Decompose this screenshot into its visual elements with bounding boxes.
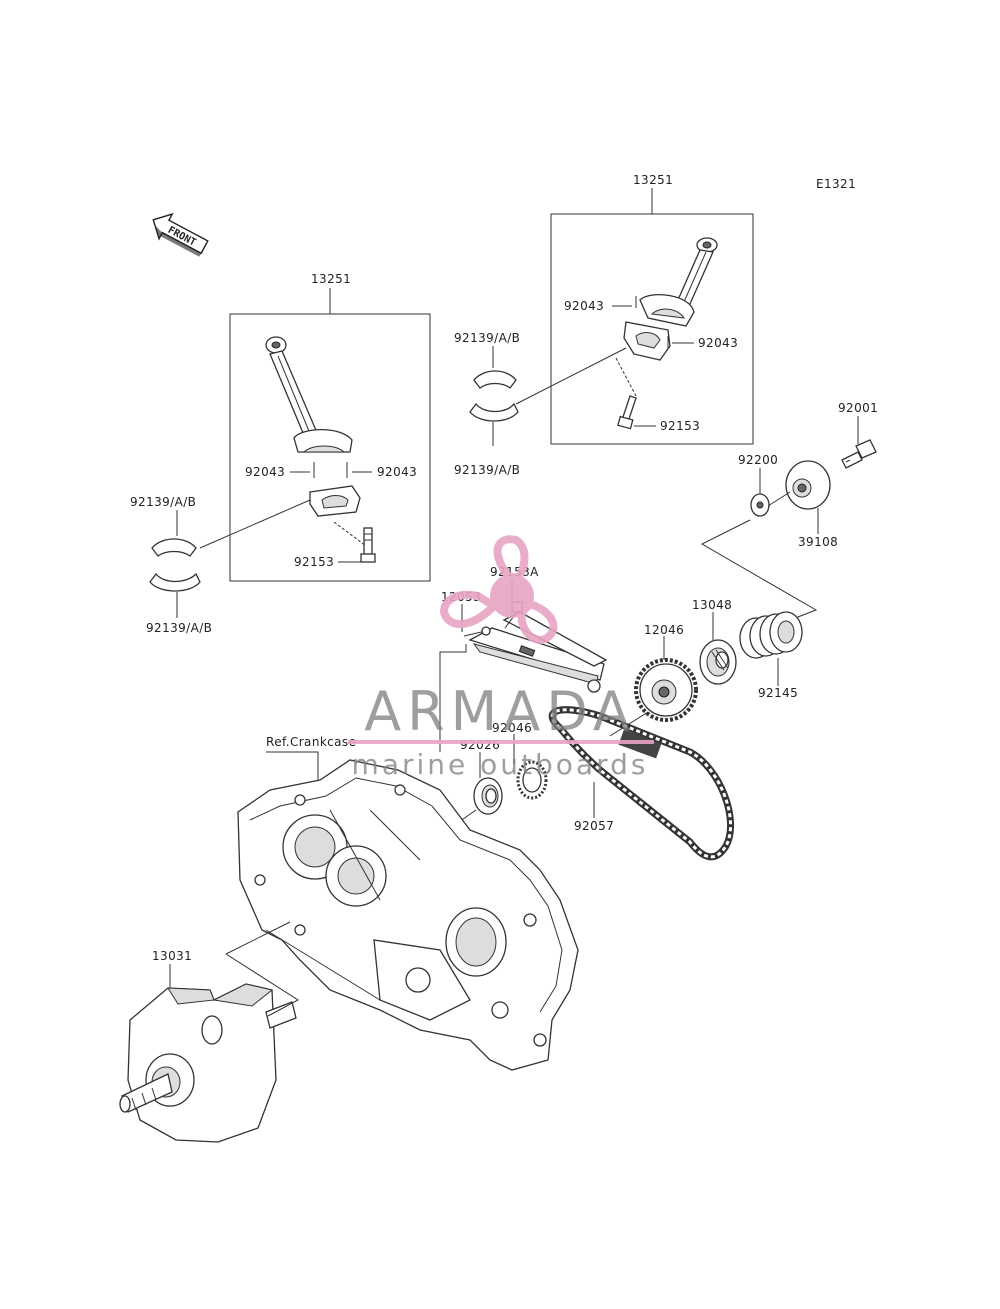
spring-92145-icon [739, 611, 803, 659]
label-13251-left: 13251 [311, 272, 351, 286]
rod-cap-left-icon [309, 485, 361, 517]
armada-watermark: ARMADA marine outboards [348, 535, 654, 781]
rod-cap-right-icon [623, 321, 671, 361]
label-92139-left-bottom: 92139/A/B [146, 621, 212, 635]
plate-39108-icon [785, 460, 831, 510]
bearing-shells-right: 92139/A/B 92139/A/B [454, 331, 627, 477]
bearing-shell-left-top-icon [151, 538, 197, 557]
bearing-92046-icon [516, 760, 548, 800]
bearing-shell-right-top-icon [473, 370, 517, 389]
label-92046: 92046 [492, 721, 532, 735]
watermark-tagline: marine outboards [352, 748, 649, 781]
coupling-13048-icon [699, 639, 737, 685]
diagram-code: E1321 [816, 177, 856, 191]
label-92200: 92200 [738, 453, 778, 467]
gear-12046-icon [634, 658, 698, 722]
label-92145: 92145 [758, 686, 798, 700]
armada-logo-icon [439, 535, 558, 645]
label-ref-crankcase: Ref.Crankcase [266, 735, 356, 749]
label-13048: 13048 [692, 598, 732, 612]
label-92139-right-top: 92139/A/B [454, 331, 520, 345]
label-92153-right: 92153 [660, 419, 700, 433]
bearing-shell-left-bottom-icon [149, 572, 201, 592]
watermark-divider [348, 740, 654, 744]
label-92043-left-a: 92043 [245, 465, 285, 479]
label-92043-right-a: 92043 [564, 299, 604, 313]
rod-bolt-right-icon [617, 395, 637, 430]
label-92139-right-bottom: 92139/A/B [454, 463, 520, 477]
rod-bolt-left-icon [360, 527, 376, 563]
label-92001: 92001 [838, 401, 878, 415]
label-39108: 39108 [798, 535, 838, 549]
label-92043-left-b: 92043 [377, 465, 417, 479]
washer-92200-icon [750, 493, 770, 517]
seal-92026-icon [473, 777, 503, 815]
crankcase-icon [237, 759, 579, 1071]
label-13251-right: 13251 [633, 173, 673, 187]
rod-assembly-right: 13251 92043 92043 92153 [550, 173, 754, 445]
label-92043-right-b: 92043 [698, 336, 738, 350]
rod-assembly-left: 13251 92043 92043 92153 [229, 272, 431, 582]
connecting-rod-right-icon [639, 237, 718, 327]
crankshaft-13031-icon [119, 983, 297, 1143]
label-92153-left: 92153 [294, 555, 334, 569]
label-13031: 13031 [152, 949, 192, 963]
label-92057: 92057 [574, 819, 614, 833]
bearing-shell-right-bottom-icon [469, 402, 519, 422]
connecting-rod-left-icon [265, 336, 353, 453]
label-92139-left-top: 92139/A/B [130, 495, 196, 509]
pin-12053-icon [463, 626, 491, 637]
bolt-92001-icon [841, 439, 877, 469]
bolt-92001-group: 92001 [838, 401, 878, 469]
tensioner-12053-icon [468, 611, 608, 693]
bearing-shells-left: 92139/A/B 92139/A/B [130, 495, 311, 635]
watermark-brand: ARMADA [364, 680, 636, 743]
front-arrow-icon: FRONT [152, 212, 209, 257]
label-12046: 12046 [644, 623, 684, 637]
